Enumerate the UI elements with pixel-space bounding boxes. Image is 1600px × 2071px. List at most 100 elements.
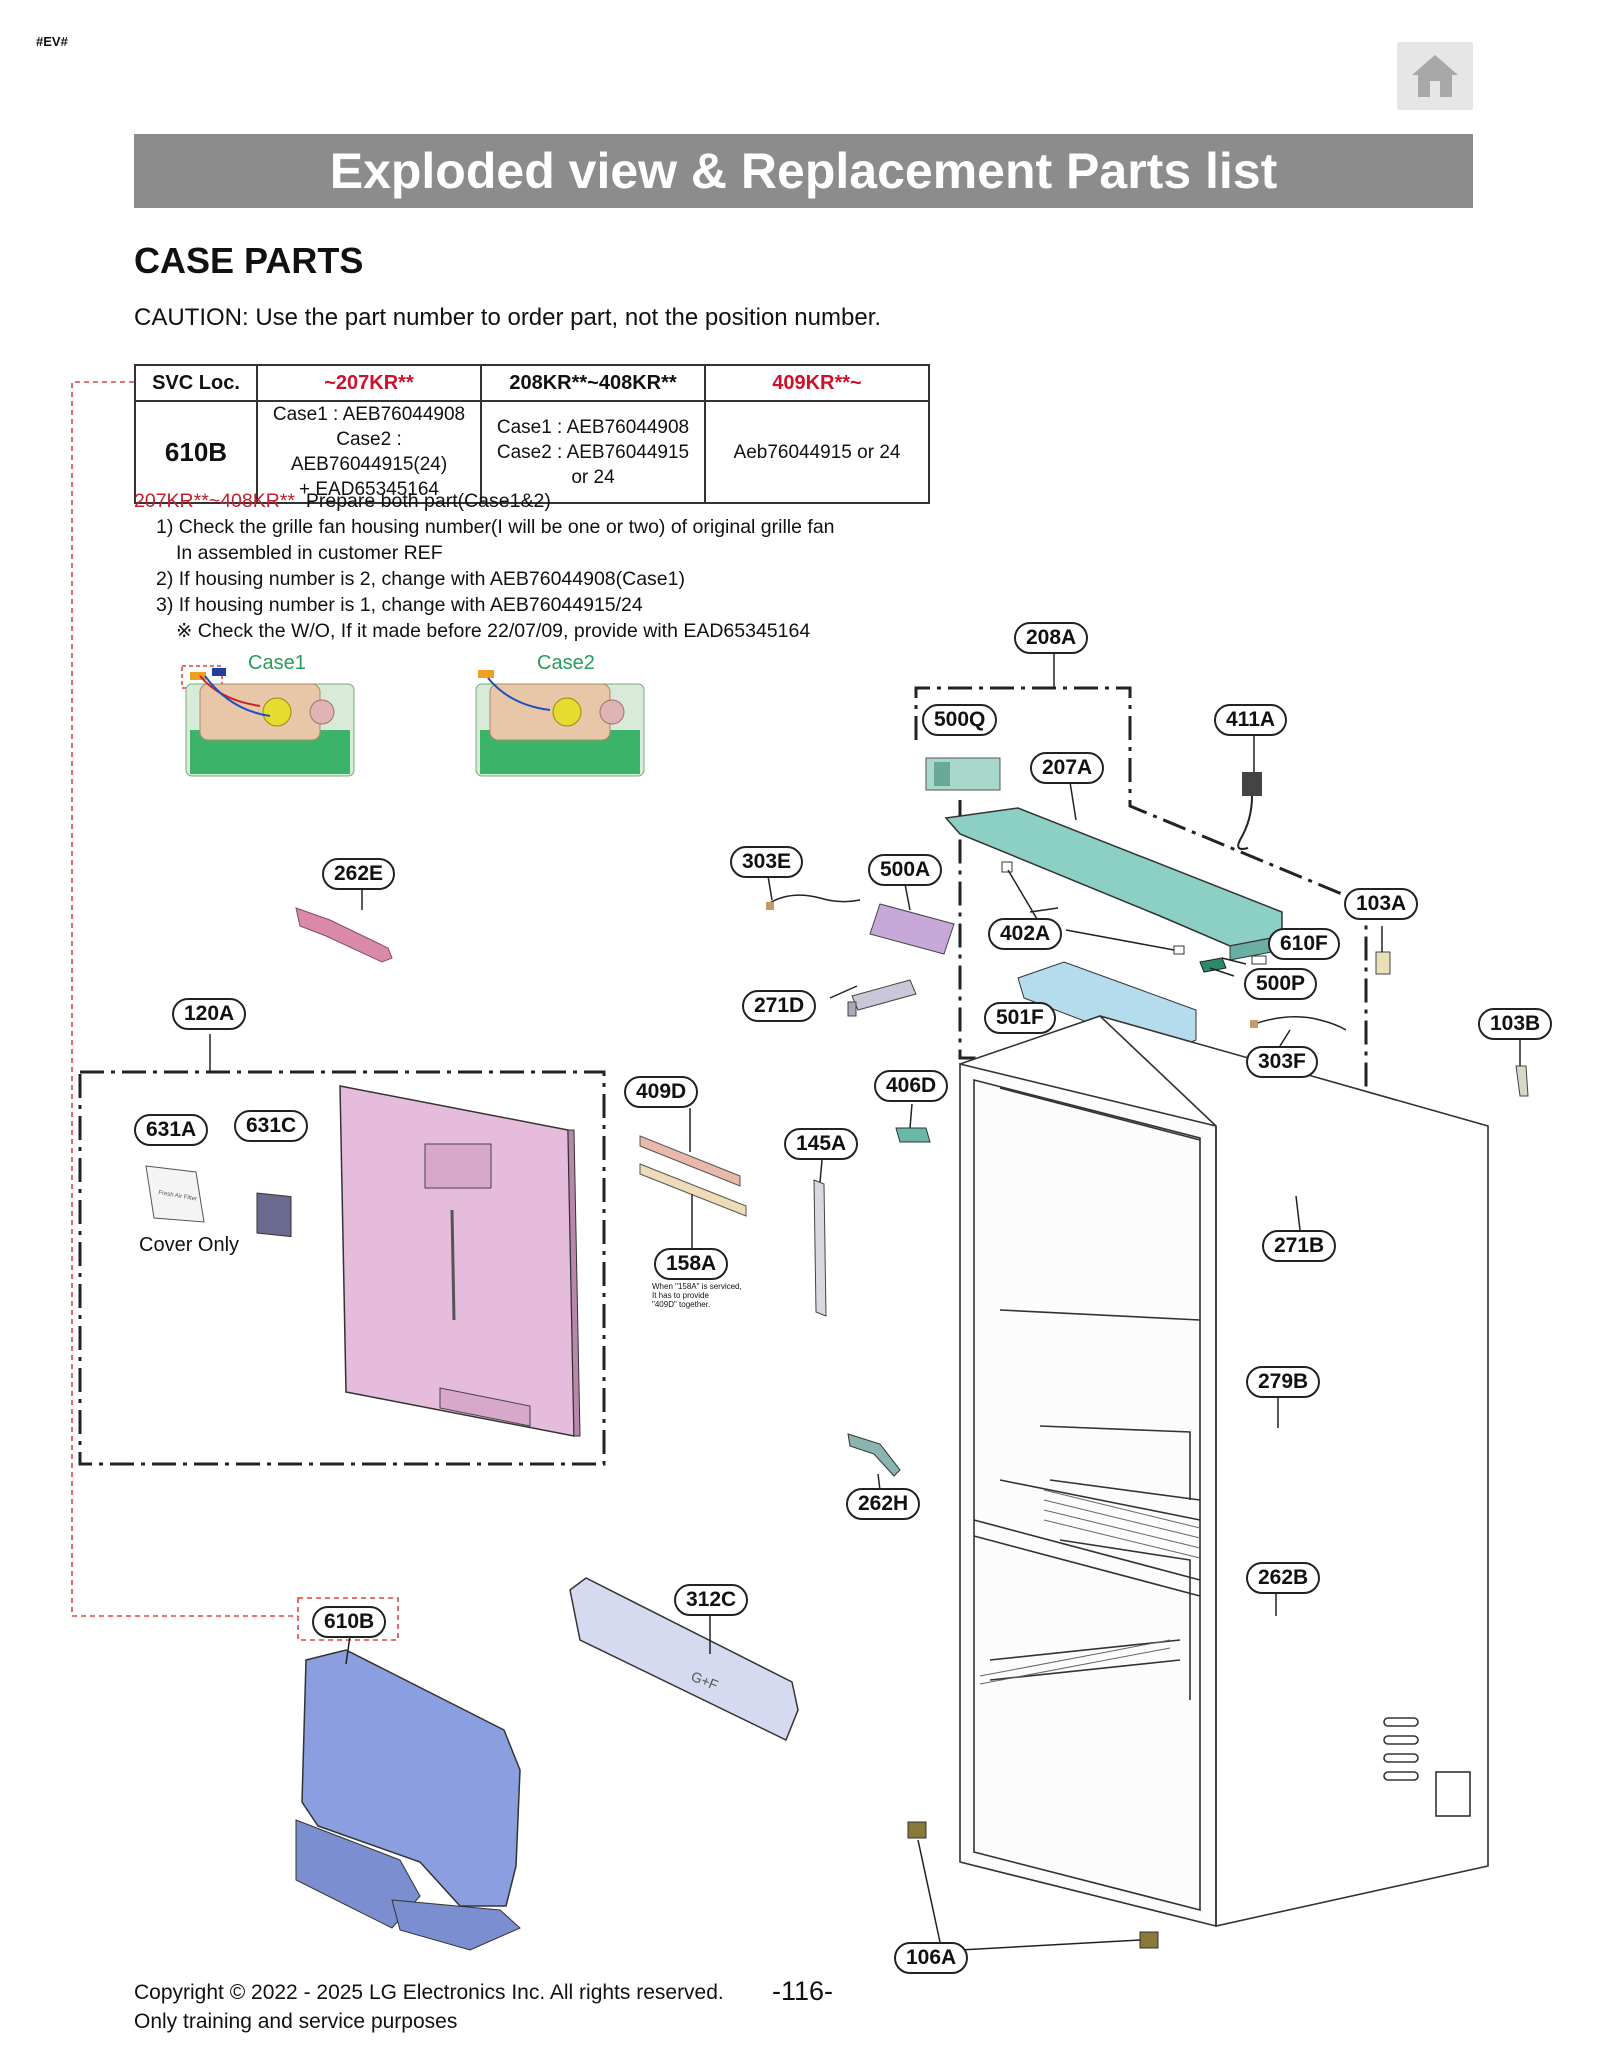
callout-411a[interactable]: 411A <box>1214 704 1288 736</box>
section-title: CASE PARTS <box>134 240 364 281</box>
page-banner-title: Exploded view & Replacement Parts list <box>134 134 1473 208</box>
500p-part <box>1199 957 1227 973</box>
cell-line: Case1 : AEB76044908 <box>496 416 690 438</box>
303f-wire <box>1253 1016 1347 1031</box>
103a-part <box>1375 951 1391 975</box>
callout-279b[interactable]: 279B <box>1246 1366 1321 1398</box>
table-cell: Aeb76044915 or 24 <box>704 400 930 504</box>
callout-610b[interactable]: 610B <box>312 1606 387 1638</box>
note-line: 2) If housing number is 2, change with A… <box>156 568 685 590</box>
refrigerator-cabinet <box>959 1015 1489 1928</box>
svc-parts-table: SVC Loc. ~207KR** 208KR**~408KR** 409KR*… <box>134 364 930 504</box>
callout-207a[interactable]: 207A <box>1030 752 1105 784</box>
158a-note: When "158A" is serviced, It has to provi… <box>652 1282 742 1309</box>
table-header: SVC Loc. <box>134 364 258 402</box>
120a-group-box <box>78 1070 606 1466</box>
callout-262h[interactable]: 262H <box>846 1488 921 1520</box>
table-header: ~207KR** <box>256 364 482 402</box>
document-code: #EV# <box>36 34 68 49</box>
case2-pcb-image <box>475 670 645 777</box>
271d-part <box>851 979 917 1011</box>
note-line: In assembled in customer REF <box>176 542 443 564</box>
103b-part <box>1515 1065 1529 1097</box>
500a-part <box>869 903 955 955</box>
cabinet-vents <box>1383 1717 1471 1817</box>
cell-line: Case1 : AEB76044908 <box>272 404 466 425</box>
callout-120a[interactable]: 120A <box>172 998 247 1030</box>
note-line: 3) If housing number is 1, change with A… <box>156 594 643 616</box>
501f-plate <box>1017 961 1197 1053</box>
note-line: 1) Check the grille fan housing number(I… <box>156 516 835 538</box>
callout-271d[interactable]: 271D <box>742 990 817 1022</box>
table-header: 409KR**~ <box>704 364 930 402</box>
callout-106a[interactable]: 106A <box>894 1942 969 1974</box>
262h-part <box>847 1433 901 1477</box>
page-number: -116- <box>772 1976 834 2006</box>
callout-103b[interactable]: 103B <box>1478 1008 1553 1040</box>
callout-631a[interactable]: 631A <box>134 1114 209 1146</box>
svc-link-line <box>71 381 298 1617</box>
note-line: "409D" together. <box>652 1300 711 1309</box>
note-line: When "158A" is serviced, <box>652 1282 742 1291</box>
callout-402a[interactable]: 402A <box>988 918 1063 950</box>
callout-500p[interactable]: 500P <box>1244 968 1318 1000</box>
note-line: ※ Check the W/O, If it made before 22/07… <box>176 620 811 642</box>
106a-leveling-feet <box>907 1821 1159 1951</box>
callout-303e[interactable]: 303E <box>730 846 804 878</box>
callout-158a[interactable]: 158A <box>654 1248 729 1280</box>
145a-part <box>813 1179 827 1317</box>
610b-fan-housing <box>295 1635 521 1951</box>
262e-part <box>295 907 393 963</box>
callout-409d[interactable]: 409D <box>624 1076 699 1108</box>
411a-cord <box>1237 772 1262 850</box>
610f-part <box>1251 955 1267 965</box>
cell-line: Case2 : AEB76044915 <box>496 441 690 463</box>
303e-wire <box>767 894 861 905</box>
callout-500q[interactable]: 500Q <box>922 704 998 736</box>
table-cell: Case1 : AEB76044908 Case2 : AEB76044915(… <box>256 400 482 504</box>
caution-text: CAUTION: Use the part number to order pa… <box>134 304 882 331</box>
home-button[interactable] <box>1397 42 1473 110</box>
cover-only-label: Cover Only <box>139 1234 240 1256</box>
610b-highlight-box <box>297 1597 399 1641</box>
note-intro: Prepare both part(Case1&2) <box>305 490 551 512</box>
callout-500a[interactable]: 500A <box>868 854 943 886</box>
copyright-text: Copyright © 2022 - 2025 LG Electronics I… <box>134 1981 724 2004</box>
service-notes: 207KR**~408KR** Prepare both part(Case1&… <box>134 488 835 644</box>
table-header-row: SVC Loc. ~207KR** 208KR**~408KR** 409KR*… <box>134 364 930 402</box>
home-icon <box>1412 55 1458 97</box>
model-range: 207KR**~408KR** <box>134 490 295 512</box>
cell-line: or 24 <box>571 466 615 488</box>
case1-highlight-box <box>181 665 223 689</box>
table-row: 610B Case1 : AEB76044908 Case2 : AEB7604… <box>134 400 930 504</box>
cell-line: + EAD65345164 <box>299 479 439 500</box>
631a-filter-part: Fresh Air Filter <box>145 1165 205 1223</box>
callout-406d[interactable]: 406D <box>874 1070 949 1102</box>
callout-631c[interactable]: 631C <box>234 1110 309 1142</box>
120a-door-panel <box>339 1085 581 1437</box>
callout-145a[interactable]: 145A <box>784 1128 859 1160</box>
callout-610f[interactable]: 610F <box>1268 928 1340 960</box>
cell-line: Case2 : AEB76044915(24) <box>290 429 448 475</box>
note-line: It has to provide <box>652 1291 709 1300</box>
callout-262e[interactable]: 262E <box>322 858 396 890</box>
406d-part <box>895 1127 931 1143</box>
case2-label: Case2 <box>537 652 595 674</box>
callout-271b[interactable]: 271B <box>1262 1230 1337 1262</box>
table-cell: Case1 : AEB76044908 Case2 : AEB76044915 … <box>480 400 706 504</box>
158a-part <box>639 1163 747 1217</box>
case1-pcb-image <box>185 668 355 777</box>
copyright-footer: Copyright © 2022 - 2025 LG Electronics I… <box>134 1978 724 2036</box>
callout-501f[interactable]: 501F <box>984 1002 1056 1034</box>
callout-312c[interactable]: 312C <box>674 1584 749 1616</box>
callout-262b[interactable]: 262B <box>1246 1562 1321 1594</box>
409d-part <box>639 1135 741 1187</box>
631c-mesh-part <box>256 1192 292 1238</box>
callout-303f[interactable]: 303F <box>1246 1046 1318 1078</box>
table-header: 208KR**~408KR** <box>480 364 706 402</box>
svc-loc-cell: 610B <box>134 400 258 504</box>
callout-208a[interactable]: 208A <box>1014 622 1089 654</box>
312c-cover: G+F <box>569 1577 799 1742</box>
callout-103a[interactable]: 103A <box>1344 888 1419 920</box>
purpose-text: Only training and service purposes <box>134 2010 458 2033</box>
